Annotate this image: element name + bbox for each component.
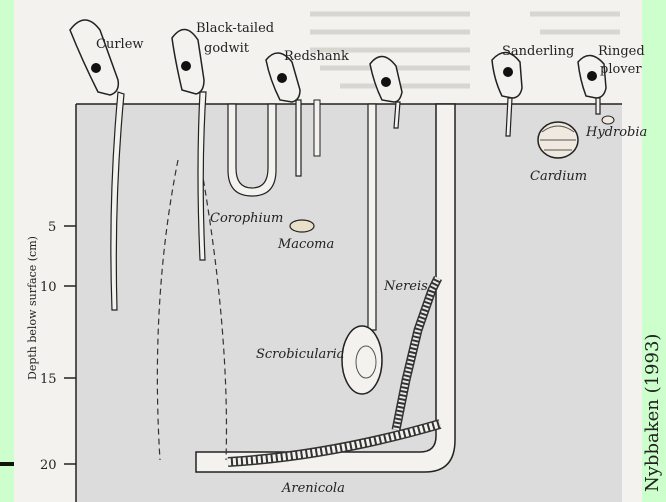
label-black-tailed: Black-tailed bbox=[196, 21, 274, 36]
tick-5: 5 bbox=[48, 220, 56, 235]
label-scrobicularia: Scrobicularia bbox=[256, 347, 344, 362]
cardium-shell bbox=[538, 122, 578, 158]
axis-label: Depth below surface (cm) bbox=[26, 236, 39, 380]
redshank-bill bbox=[296, 100, 301, 176]
label-nereis: Nereis bbox=[383, 279, 428, 294]
label-macoma: Macoma bbox=[277, 237, 334, 252]
label-ringed: Ringed bbox=[598, 44, 645, 59]
label-redshank: Redshank bbox=[284, 49, 349, 64]
scrobicularia-siphon bbox=[368, 104, 376, 330]
label-hydrobia: Hydrobia bbox=[585, 125, 647, 140]
label-godwit: godwit bbox=[204, 41, 250, 56]
macoma-shell bbox=[290, 220, 314, 232]
tick-20: 20 bbox=[40, 458, 57, 473]
tick-10: 10 bbox=[40, 280, 57, 295]
sediment-right bbox=[490, 104, 622, 502]
label-corophium: Corophium bbox=[210, 211, 283, 226]
depth-ticks bbox=[64, 226, 76, 464]
label-arenicola: Arenicola bbox=[281, 481, 345, 496]
margin-mark bbox=[0, 462, 14, 466]
label-plover: plover bbox=[600, 62, 642, 77]
hydrobia-snail bbox=[602, 116, 614, 124]
label-sanderling: Sanderling bbox=[502, 44, 574, 59]
label-cardium: Cardium bbox=[530, 169, 587, 184]
tick-15: 15 bbox=[40, 372, 57, 387]
credit-text: Nybbaken (1993) bbox=[642, 334, 663, 492]
label-curlew: Curlew bbox=[96, 37, 144, 52]
